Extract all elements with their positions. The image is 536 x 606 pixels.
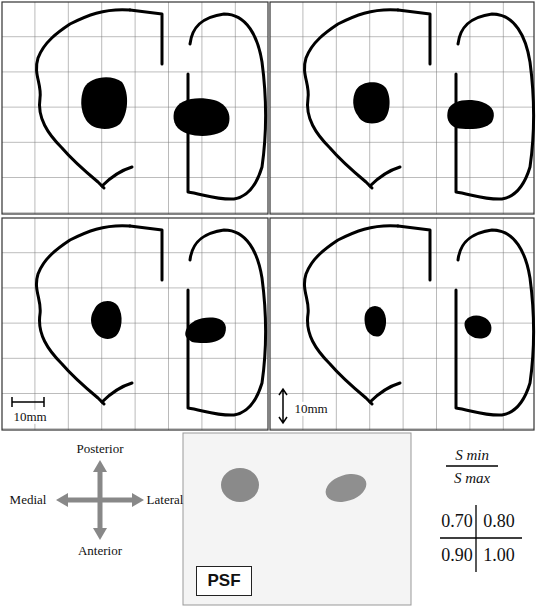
direction-label: Lateral — [147, 493, 184, 507]
scale-bar — [279, 389, 287, 423]
ratio-table-lines — [440, 466, 522, 572]
scale-label: 10mm — [11, 410, 48, 424]
slice-panel — [270, 218, 534, 430]
slice-panel — [270, 2, 534, 214]
table-cell: 0.70 — [441, 512, 473, 532]
box-label: PSF — [207, 571, 240, 591]
table-cell: 0.90 — [441, 546, 473, 566]
ratio-denominator: S max — [454, 470, 490, 487]
ratio-numerator: S min — [455, 447, 489, 464]
orientation-compass — [56, 460, 144, 540]
direction-label: Medial — [10, 493, 47, 507]
table-cell: 0.80 — [483, 512, 515, 532]
slice-panel — [2, 2, 268, 214]
label-box: PSF — [196, 566, 252, 596]
direction-label: Anterior — [78, 544, 122, 558]
slice-panel — [2, 218, 268, 430]
psf-image — [183, 433, 411, 605]
direction-label: Posterior — [77, 442, 124, 456]
table-cell: 1.00 — [483, 546, 515, 566]
scale-label: 10mm — [292, 402, 329, 416]
scale-bar — [12, 397, 44, 407]
